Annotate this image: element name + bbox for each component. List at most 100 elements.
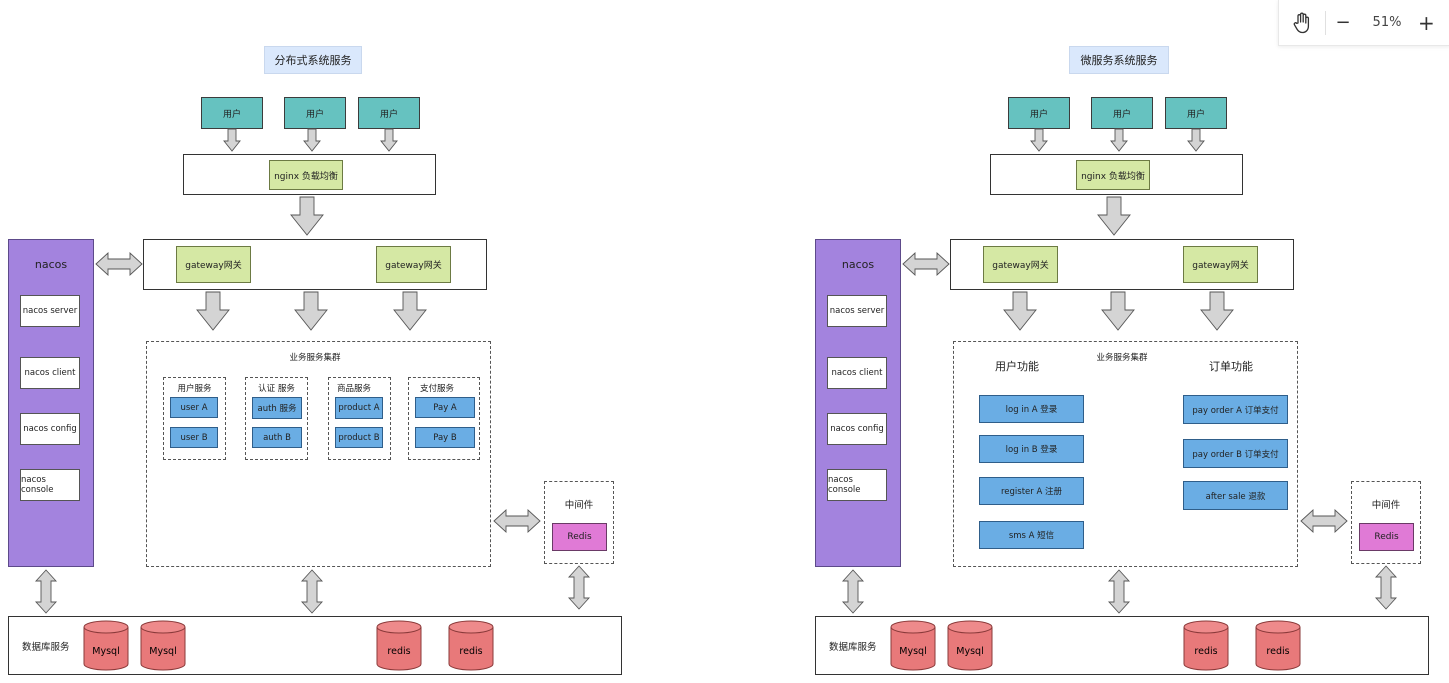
bidirectional-arrow-icon	[1300, 509, 1348, 533]
user-feature: sms A 短信	[979, 521, 1084, 549]
service-instance: product B	[335, 427, 383, 448]
order-features-title: 订单功能	[1209, 360, 1253, 373]
order-feature: after sale 退款	[1183, 481, 1288, 510]
gateway-node: gateway网关	[983, 246, 1058, 283]
nacos-panel	[815, 239, 901, 567]
arrow-down-icon	[290, 196, 324, 236]
nacos-server: nacos server	[20, 295, 80, 327]
arrow-down-icon	[294, 291, 328, 331]
user-node: 用户	[358, 97, 420, 129]
group-label: 支付服务	[419, 384, 454, 394]
svg-text:redis: redis	[1266, 646, 1289, 657]
database-cylinder: redis	[1255, 620, 1301, 671]
database-cylinder: redis	[376, 620, 422, 671]
user-feature: log in A 登录	[979, 395, 1084, 423]
nacos-console: nacos console	[827, 469, 887, 501]
bidirectional-arrow-icon	[902, 252, 950, 276]
svg-text:redis: redis	[387, 646, 410, 657]
database-cylinder: Mysql	[947, 620, 993, 671]
bidirectional-arrow-icon	[493, 509, 541, 533]
database-cylinder: Mysql	[83, 620, 129, 671]
service-instance: Pay B	[415, 427, 475, 448]
group-label: 认证 服务	[258, 384, 295, 394]
group-label: 商品服务	[336, 384, 371, 394]
service-instance: product A	[335, 397, 383, 419]
svg-text:redis: redis	[1194, 646, 1217, 657]
gateway-node: gateway网关	[1183, 246, 1258, 283]
arrow-down-icon	[393, 291, 427, 331]
user-node: 用户	[1165, 97, 1227, 129]
bidirectional-arrow-icon	[35, 569, 57, 614]
svg-text:Mysql: Mysql	[956, 646, 983, 657]
user-node: 用户	[201, 97, 263, 129]
nacos-config: nacos config	[20, 413, 80, 445]
zoom-toolbar: − 51% +	[1278, 0, 1449, 46]
gateway-node: gateway网关	[376, 246, 451, 283]
arrow-down-icon	[196, 291, 230, 331]
pan-tool-button[interactable]	[1279, 0, 1325, 45]
bidirectional-arrow-icon	[1108, 569, 1130, 614]
arrow-down-icon	[1110, 128, 1128, 152]
toolbar-divider	[1325, 10, 1326, 35]
service-instance: user A	[170, 397, 218, 418]
service-group-auth	[245, 377, 308, 460]
svg-text:Mysql: Mysql	[149, 646, 176, 657]
middleware-group	[544, 481, 614, 564]
middleware-title: 中间件	[564, 500, 594, 511]
hand-icon	[1293, 12, 1310, 33]
redis-middleware: Redis	[552, 523, 607, 551]
arrow-down-icon	[1101, 291, 1135, 331]
database-label: 数据库服务	[22, 642, 70, 653]
arrow-down-icon	[1030, 128, 1048, 152]
service-group-product	[328, 377, 391, 460]
cluster-title: 业务服务集群	[1096, 353, 1148, 363]
service-instance: user B	[170, 427, 218, 448]
bidirectional-arrow-icon	[301, 569, 323, 614]
middleware-title: 中间件	[1371, 500, 1401, 511]
user-node: 用户	[1091, 97, 1153, 129]
arrow-down-icon	[223, 128, 241, 152]
diagram-title: 分布式系统服务	[264, 46, 362, 74]
nacos-server: nacos server	[827, 295, 887, 327]
service-cluster	[146, 341, 491, 567]
user-features-title: 用户功能	[995, 360, 1039, 373]
gateway-node: gateway网关	[176, 246, 251, 283]
arrow-down-icon	[380, 128, 398, 152]
order-feature: pay order A 订单支付	[1183, 395, 1288, 424]
arrow-down-icon	[1187, 128, 1205, 152]
arrow-down-icon	[303, 128, 321, 152]
nacos-title: nacos	[841, 258, 875, 271]
user-node: 用户	[284, 97, 346, 129]
service-group-pay	[408, 377, 480, 460]
zoom-level: 51%	[1372, 15, 1402, 30]
database-cylinder: Mysql	[890, 620, 936, 671]
nacos-panel	[8, 239, 94, 567]
service-cluster	[953, 341, 1298, 567]
bidirectional-arrow-icon	[842, 569, 864, 614]
zoom-out-button[interactable]: −	[1335, 12, 1351, 33]
svg-text:Mysql: Mysql	[899, 646, 926, 657]
group-label: 用户服务	[177, 384, 212, 394]
service-instance: auth 服务	[252, 397, 302, 419]
nginx-load-balancer: nginx 负载均衡	[1076, 160, 1150, 190]
bidirectional-arrow-icon	[568, 565, 590, 610]
nginx-load-balancer: nginx 负载均衡	[269, 160, 343, 190]
nacos-console: nacos console	[20, 469, 80, 501]
user-feature: register A 注册	[979, 477, 1084, 505]
svg-text:redis: redis	[459, 646, 482, 657]
database-label: 数据库服务	[829, 642, 877, 653]
user-node: 用户	[1008, 97, 1070, 129]
redis-middleware: Redis	[1359, 523, 1414, 551]
database-cylinder: Mysql	[140, 620, 186, 671]
service-instance: Pay A	[415, 397, 475, 418]
bidirectional-arrow-icon	[95, 252, 143, 276]
database-cylinder: redis	[448, 620, 494, 671]
arrow-down-icon	[1003, 291, 1037, 331]
zoom-in-button[interactable]: +	[1418, 10, 1435, 35]
order-feature: pay order B 订单支付	[1183, 439, 1288, 468]
bidirectional-arrow-icon	[1375, 565, 1397, 610]
svg-text:Mysql: Mysql	[92, 646, 119, 657]
nacos-title: nacos	[34, 258, 68, 271]
user-feature: log in B 登录	[979, 435, 1084, 463]
